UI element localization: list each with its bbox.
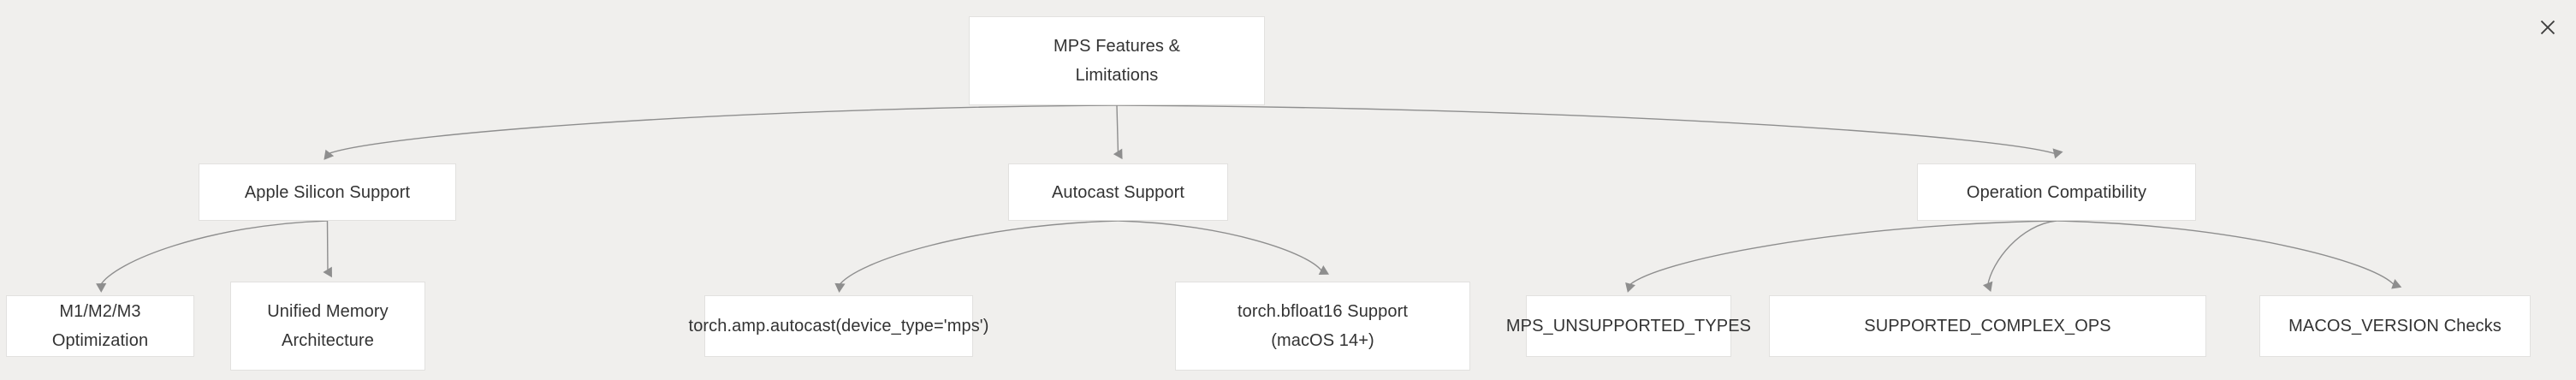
- edge-apple-silicon-support-to-unified-memory-architecture: [323, 220, 332, 278]
- node-torch-bfloat16-support[interactable]: torch.bfloat16 Support (macOS 14+): [1175, 282, 1470, 371]
- edge-root-to-apple-silicon-support: [323, 104, 1118, 160]
- node-label: Unified Memory Architecture: [267, 302, 389, 350]
- node-root[interactable]: MPS Features & Limitations: [969, 16, 1265, 105]
- node-label: MACOS_VERSION Checks: [2288, 317, 2502, 335]
- edge-autocast-support-to-torch-amp-autocast: [834, 220, 1119, 293]
- node-label: Autocast Support: [1051, 182, 1185, 202]
- node-label: SUPPORTED_COMPLEX_OPS: [1864, 317, 2111, 335]
- close-icon: [2538, 18, 2557, 37]
- edge-root-to-operation-compatibility: [1116, 104, 2063, 159]
- node-label: MPS_UNSUPPORTED_TYPES: [1505, 317, 1752, 335]
- node-supported-complex-ops[interactable]: SUPPORTED_COMPLEX_OPS: [1769, 295, 2206, 357]
- edge-operation-compatibility-to-macos-version-checks: [2056, 220, 2402, 289]
- node-label: MPS Features & Limitations: [1053, 37, 1181, 85]
- node-torch-amp-autocast[interactable]: torch.amp.autocast(device_type='mps'): [689, 295, 988, 357]
- edge-apple-silicon-support-to-m1-m2-m3-optimization: [96, 220, 328, 293]
- edge-operation-compatibility-to-supported-complex-ops: [1982, 220, 2057, 293]
- close-button[interactable]: [2533, 13, 2562, 42]
- node-mps-unsupported-types[interactable]: MPS_UNSUPPORTED_TYPES: [1506, 295, 1751, 357]
- edge-autocast-support-to-torch-bfloat16-support: [1118, 220, 1330, 275]
- node-apple-silicon-support[interactable]: Apple Silicon Support: [199, 163, 456, 221]
- node-operation-compatibility[interactable]: Operation Compatibility: [1917, 163, 2196, 221]
- node-autocast-support[interactable]: Autocast Support: [1008, 163, 1228, 221]
- node-label: torch.amp.autocast(device_type='mps'): [688, 317, 989, 335]
- node-label: torch.bfloat16 Support (macOS 14+): [1238, 302, 1408, 350]
- node-label: Operation Compatibility: [1966, 182, 2147, 202]
- node-m1-m2-m3-optimization[interactable]: M1/M2/M3 Optimization: [6, 295, 194, 357]
- node-label: Apple Silicon Support: [244, 182, 411, 202]
- node-unified-memory-architecture[interactable]: Unified Memory Architecture: [230, 282, 425, 371]
- node-label: M1/M2/M3 Optimization: [51, 302, 149, 350]
- edge-root-to-autocast-support: [1113, 104, 1123, 160]
- edge-operation-compatibility-to-mps-unsupported-types: [1625, 220, 2057, 293]
- node-macos-version-checks[interactable]: MACOS_VERSION Checks: [2259, 295, 2531, 357]
